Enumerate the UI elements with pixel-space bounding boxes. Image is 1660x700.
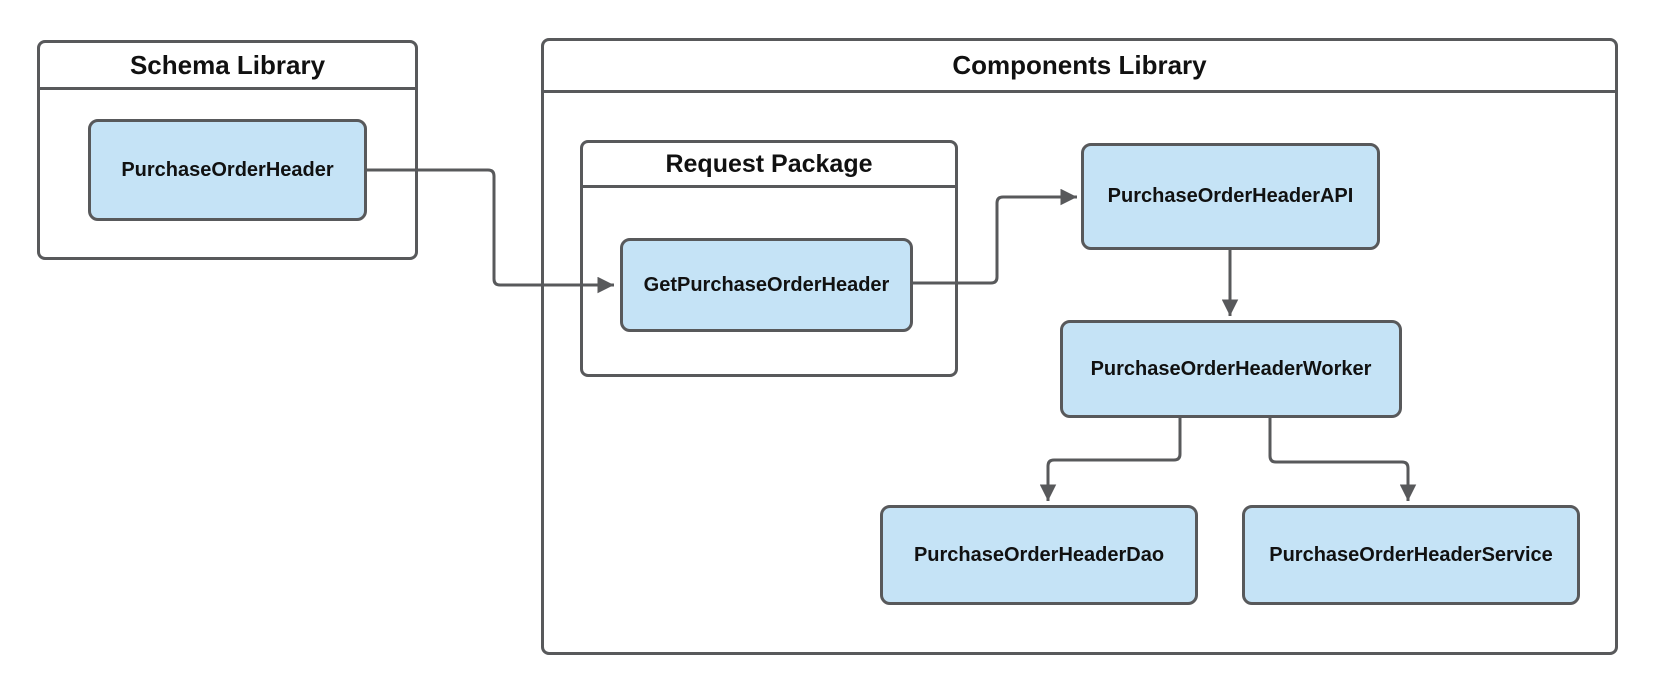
node-label-purchase-order-header-dao: PurchaseOrderHeaderDao [913, 543, 1165, 566]
container-schema-library[interactable]: Schema Library [37, 40, 418, 260]
node-purchase-order-header[interactable]: PurchaseOrderHeader [88, 119, 367, 221]
container-title-schema-library: Schema Library [40, 43, 415, 90]
node-label-get-purchase-order-header: GetPurchaseOrderHeader [643, 273, 890, 296]
container-title-request-package: Request Package [583, 143, 955, 188]
node-purchase-order-header-worker[interactable]: PurchaseOrderHeaderWorker [1060, 320, 1402, 418]
node-purchase-order-header-dao[interactable]: PurchaseOrderHeaderDao [880, 505, 1198, 605]
node-label-purchase-order-header-service: PurchaseOrderHeaderService [1269, 543, 1553, 566]
container-title-components-library: Components Library [544, 41, 1615, 93]
container-components-library[interactable]: Components Library [541, 38, 1618, 655]
node-purchase-order-header-service[interactable]: PurchaseOrderHeaderService [1242, 505, 1580, 605]
node-get-purchase-order-header[interactable]: GetPurchaseOrderHeader [620, 238, 913, 332]
node-label-purchase-order-header-api: PurchaseOrderHeaderAPI [1107, 185, 1354, 207]
node-label-purchase-order-header: PurchaseOrderHeader [121, 158, 334, 181]
node-purchase-order-header-api[interactable]: PurchaseOrderHeaderAPI [1081, 143, 1380, 250]
node-label-purchase-order-header-worker: PurchaseOrderHeaderWorker [1090, 357, 1372, 380]
